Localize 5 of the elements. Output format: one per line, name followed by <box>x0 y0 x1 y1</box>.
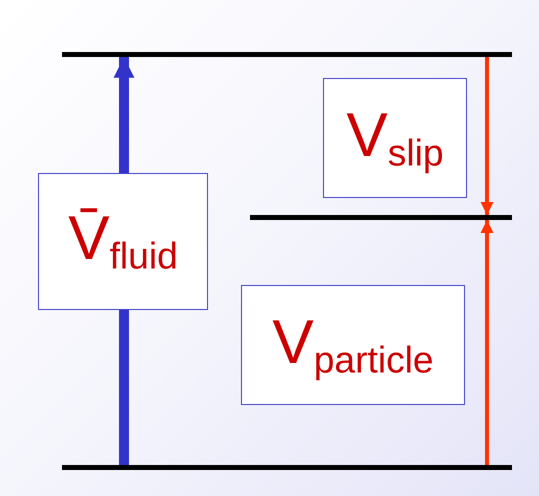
velocity-symbol: V$_{slip}$ <box>346 104 444 172</box>
velocity-symbol: V̄$_{fluid}$ <box>68 208 178 275</box>
arrow <box>480 57 494 215</box>
arrow <box>480 220 494 465</box>
velocity-symbol: V$_{particle}$ <box>272 312 434 378</box>
